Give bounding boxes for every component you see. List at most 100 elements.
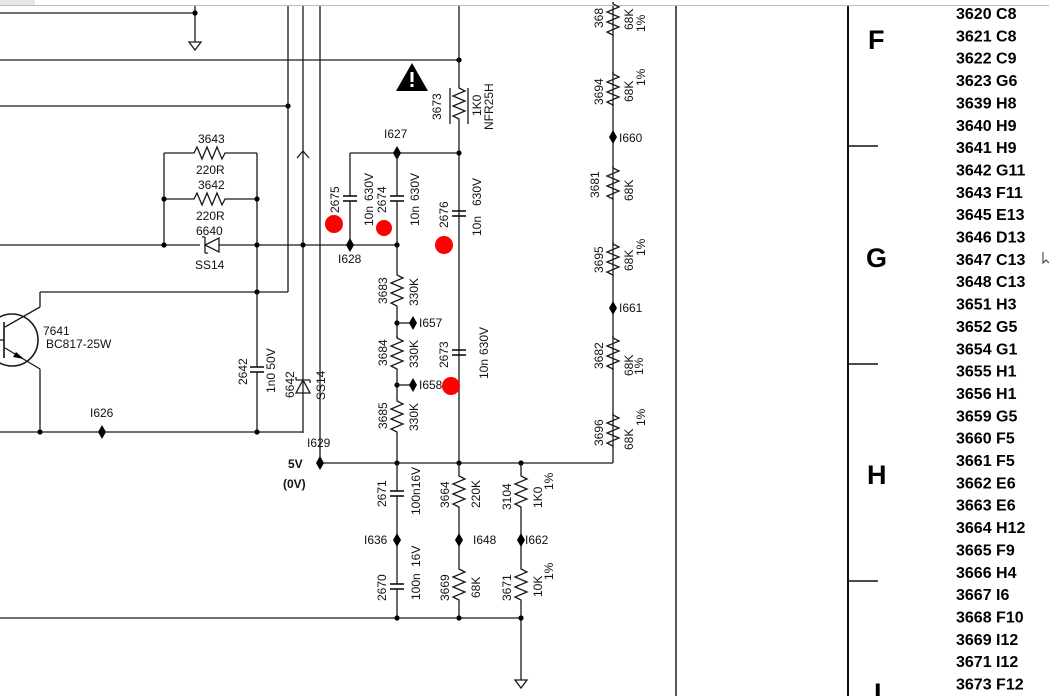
reference-list-item: 3621 C8 [956, 28, 1017, 45]
reference-list-item: 3671 I12 [956, 654, 1018, 671]
grid-row-label: F [868, 25, 885, 55]
ref-label: 2673 [437, 341, 451, 368]
ground-symbol-icon [513, 679, 529, 690]
ref-label: 3681 [588, 171, 602, 198]
tolerance-label: 1% [634, 68, 648, 86]
value-label: 220R [196, 163, 225, 177]
grid-row-label: H [867, 460, 887, 490]
value-label: 10n [362, 206, 376, 226]
value-label: 100n [409, 573, 423, 600]
reference-list-item: 3642 G11 [956, 163, 1026, 180]
value-label: SS14 [195, 258, 225, 272]
ref-label: 2675 [328, 186, 342, 213]
ref-label: 3685 [376, 402, 390, 429]
diode-6642: 6642 SS14 [283, 370, 328, 400]
ref-label: 3643 [198, 132, 225, 146]
value-label: BC817-25W [46, 337, 112, 351]
value-label: 330K [407, 340, 421, 368]
net-label: I648 [473, 533, 497, 547]
reference-list-item: 3641 H9 [956, 140, 1017, 157]
voltage-label: 630V [477, 327, 491, 355]
reference-list-item: 3643 F11 [956, 185, 1023, 202]
value-label: 1K0 [531, 486, 545, 508]
reference-list-item: 3620 C8 [956, 6, 1017, 23]
reference-list-item: 3666 H4 [956, 565, 1017, 582]
annotation-marker-2676 [435, 236, 453, 254]
net-i626: I626 [0, 406, 303, 439]
tolerance-label: 1% [542, 472, 556, 490]
ref-label: 368 [592, 8, 606, 28]
reference-list-item: 3622 C9 [956, 51, 1017, 68]
net-i657: I657 [394, 316, 443, 330]
reference-list-item: 3656 H1 [956, 386, 1017, 403]
tolerance-label: 1% [634, 14, 648, 32]
ref-label: 2670 [375, 574, 389, 601]
resistor-3669: 3669 68K [438, 566, 483, 618]
ref-label: 2642 [236, 358, 250, 385]
reference-list-item: 3663 E6 [956, 498, 1016, 515]
ref-label: 3694 [592, 78, 606, 105]
supply-alt-label: (0V) [283, 477, 306, 491]
arrow-up-icon [296, 150, 310, 159]
reference-list-item: 3667 I6 [956, 587, 1009, 604]
capacitor-2676: 2676 10n 630V [437, 178, 484, 236]
reference-list-item: 3652 G5 [956, 319, 1017, 336]
resistor-3643: 3643 220R [164, 132, 257, 177]
tolerance-label: 1% [634, 238, 648, 256]
value-label: 1K0 [470, 94, 484, 116]
reference-list-item: 3662 E6 [956, 475, 1016, 492]
reference-list-item: 3665 F9 [956, 542, 1015, 559]
net-i661: I661 [609, 301, 643, 315]
net-label: I626 [90, 406, 114, 420]
voltage-label: 16V [409, 546, 423, 567]
resistor-3642: 3642 220R [164, 178, 257, 223]
annotation-markers [325, 215, 460, 395]
net-i628: I628 [338, 238, 400, 266]
net-i660: I660 [609, 130, 643, 145]
value-label: 330K [407, 278, 421, 306]
value-label: 1n0 50V [264, 348, 278, 393]
ref-label: 3682 [592, 342, 606, 369]
value-label: SS14 [314, 370, 328, 400]
value-label: 10n [477, 359, 491, 379]
value-label: 10n [470, 216, 484, 236]
annotation-marker-2674 [376, 220, 392, 236]
annotation-marker-2675 [325, 215, 343, 233]
ref-label: 3642 [198, 178, 225, 192]
tolerance-label: 1% [632, 357, 646, 375]
upper-wires [0, 6, 459, 463]
resistor-3696: 3696 68K 1% [592, 408, 648, 450]
net-i627: I627 [350, 127, 462, 160]
transistor-7641: 7641 BC817-25W [0, 289, 288, 432]
mouse-cursor-icon [1042, 252, 1049, 265]
reference-list-item: 3659 G5 [956, 408, 1017, 425]
net-label: I629 [307, 436, 331, 450]
capacitor-2670: 2670 100n 16V [375, 546, 423, 618]
ref-label: 3104 [500, 483, 514, 510]
window-top-edge [0, 0, 1049, 6]
value-label: 68K [622, 81, 636, 102]
capacitor-2674: 2674 10n 630V [375, 153, 422, 245]
value-label: 220K [469, 480, 483, 508]
resistor-3671: 3671 10K 1% [500, 562, 556, 680]
ref-label: 6640 [196, 224, 223, 238]
value-label: 68K [622, 429, 636, 450]
net-i662: I662 [517, 533, 549, 547]
ground-symbol-icon [187, 41, 203, 52]
capacitor-2675: 2675 10n 630V [328, 153, 376, 245]
resistor-3683: 3683 330K [376, 272, 421, 308]
value-label: 100n16V [409, 467, 423, 515]
type-label: NFR25H [482, 83, 496, 130]
tolerance-label: 1% [542, 562, 556, 580]
window-top-edge-shade [0, 0, 35, 5]
reference-list-item: 3647 C13 [956, 252, 1025, 269]
supply-label: 5V [288, 457, 303, 471]
value-label: 10n [408, 206, 422, 226]
reference-list-item: 3660 F5 [956, 431, 1015, 448]
voltage-label: 630V [470, 178, 484, 206]
net-label: I657 [419, 316, 443, 330]
resistor-3685: 3685 330K [376, 398, 421, 434]
capacitor-2673: 2673 10n 630V [437, 327, 491, 379]
reference-list-item: 3640 H9 [956, 118, 1017, 135]
